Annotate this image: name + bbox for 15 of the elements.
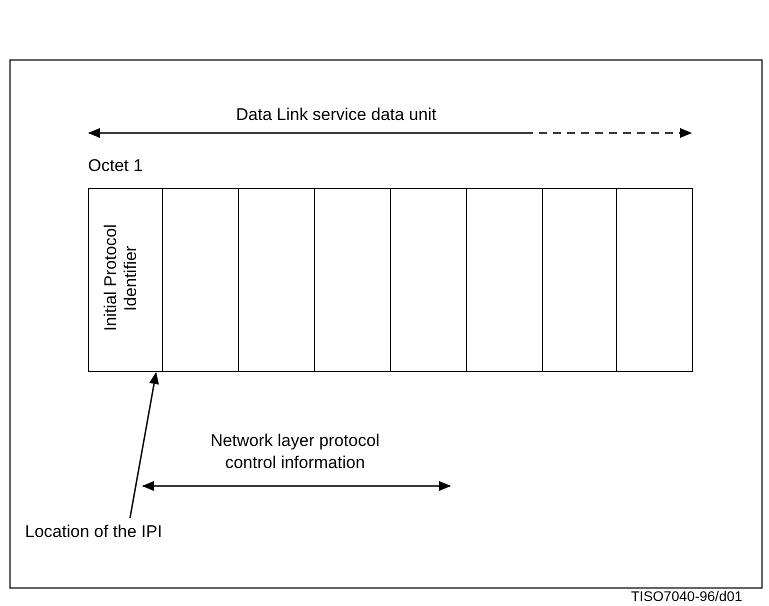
octet-cell — [390, 188, 467, 372]
leader-line — [129, 372, 159, 518]
octet-cell — [314, 188, 391, 372]
dimension-label: Data Link service data unit — [236, 105, 436, 125]
octet-cell — [466, 188, 543, 372]
octet-label: Octet 1 — [88, 156, 143, 176]
octet-cell — [616, 188, 693, 372]
figure-code: TISO7040-96/d01 — [631, 588, 742, 604]
dimension-label: Network layer protocol control information — [209, 430, 381, 474]
field-label: Initial Protocol Identifier — [101, 224, 141, 334]
octet-cell — [238, 188, 315, 372]
octet-cell — [542, 188, 617, 372]
callout-text: Location of the IPI — [25, 522, 162, 542]
octet-cell — [162, 188, 239, 372]
octet-cell — [88, 188, 163, 372]
